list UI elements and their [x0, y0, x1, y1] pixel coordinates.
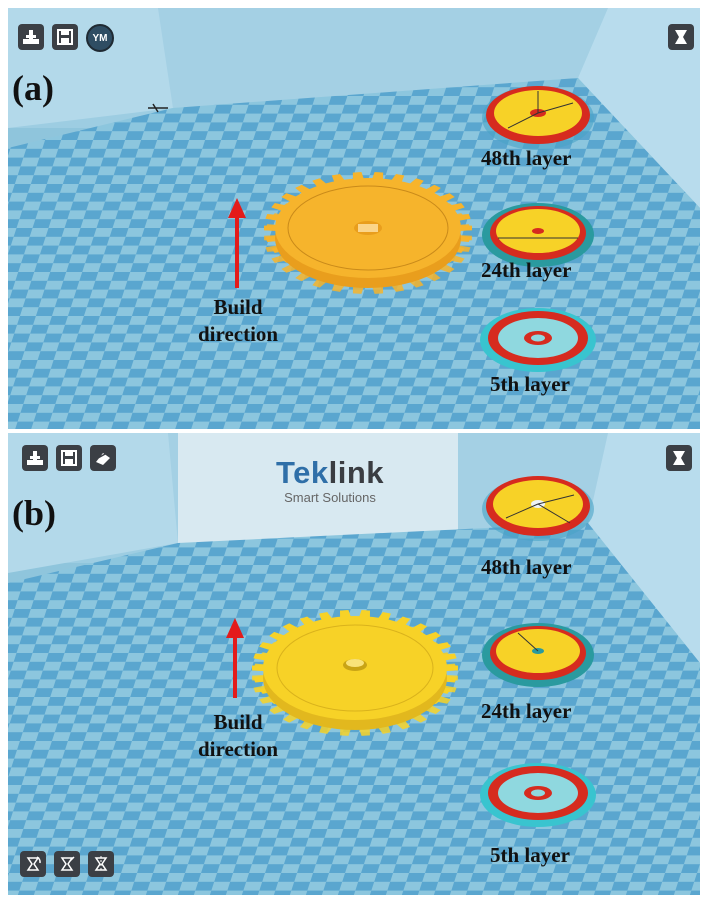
layer-label-24-b: 24th layer [481, 699, 572, 723]
logo-tagline: Smart Solutions [284, 490, 376, 505]
rotate-button[interactable] [20, 851, 46, 877]
mirror-icon [94, 856, 108, 872]
back-wall-face [158, 8, 608, 108]
ym-button[interactable]: YM [86, 24, 114, 52]
logo-backdrop [178, 433, 458, 543]
save-icon [61, 450, 77, 466]
save-icon [57, 29, 73, 45]
logo-brand-part2: link [328, 455, 385, 490]
ym-icon: YM [92, 32, 108, 44]
panel-label-b: (b) [12, 493, 56, 533]
layer-5-image-b [480, 763, 596, 827]
logo-brand-part1: Tek [276, 455, 329, 490]
left-wall [8, 8, 173, 128]
panel-label-a: (a) [12, 68, 54, 108]
left-wall-b [8, 433, 178, 573]
bottom-toolbar-b [20, 851, 114, 877]
axis-marker [148, 103, 168, 113]
view-mode-button-b[interactable] [666, 445, 692, 471]
layer-24-image-b [482, 623, 594, 687]
layer-label-48-a: 48th layer [481, 146, 572, 170]
right-wall-b [588, 433, 700, 663]
build-label-line2: direction [198, 322, 279, 347]
save-button-b[interactable] [56, 445, 82, 471]
view-mode-icon [675, 30, 687, 44]
view-mode-button-a[interactable] [668, 24, 694, 50]
scale-icon [60, 856, 75, 871]
load-button[interactable] [18, 24, 44, 50]
toolbar-a: YM [18, 24, 114, 52]
panel-a: YM (a) Build direction 48th layer [8, 8, 700, 429]
print-button-b[interactable] [90, 445, 116, 471]
layer-5-image-a [480, 308, 596, 372]
logo-brand: Teklink [276, 457, 384, 488]
build-label-line1-b: Build [213, 710, 263, 734]
layer-label-5-a: 5th layer [490, 372, 570, 396]
layer-label-48-b: 48th layer [481, 555, 572, 579]
layer-48-image-b [482, 476, 594, 541]
build-direction-label-b: Build direction [198, 709, 278, 764]
build-direction-label-a: Build direction [198, 294, 278, 349]
layer-label-24-a: 24th layer [481, 258, 572, 282]
layer-24-image-a [482, 203, 594, 267]
rotate-icon [26, 856, 41, 871]
scale-button[interactable] [54, 851, 80, 877]
load-icon [27, 451, 43, 465]
panel-b: (b) Teklink Smart Solutions Build direct… [8, 433, 700, 895]
layer-label-5-b: 5th layer [490, 843, 570, 867]
build-label-line2-b: direction [198, 737, 279, 762]
load-icon [23, 30, 39, 44]
teklink-logo: Teklink Smart Solutions [276, 457, 384, 505]
view-mode-icon [673, 451, 685, 465]
build-label-line1: Build [213, 295, 263, 319]
layer-48-image-a [482, 86, 594, 150]
mirror-button[interactable] [88, 851, 114, 877]
toolbar-b [22, 445, 116, 471]
floor-grid-b [8, 523, 700, 895]
right-wall [578, 8, 700, 208]
print-icon [96, 452, 110, 465]
save-button[interactable] [52, 24, 78, 50]
load-button-b[interactable] [22, 445, 48, 471]
